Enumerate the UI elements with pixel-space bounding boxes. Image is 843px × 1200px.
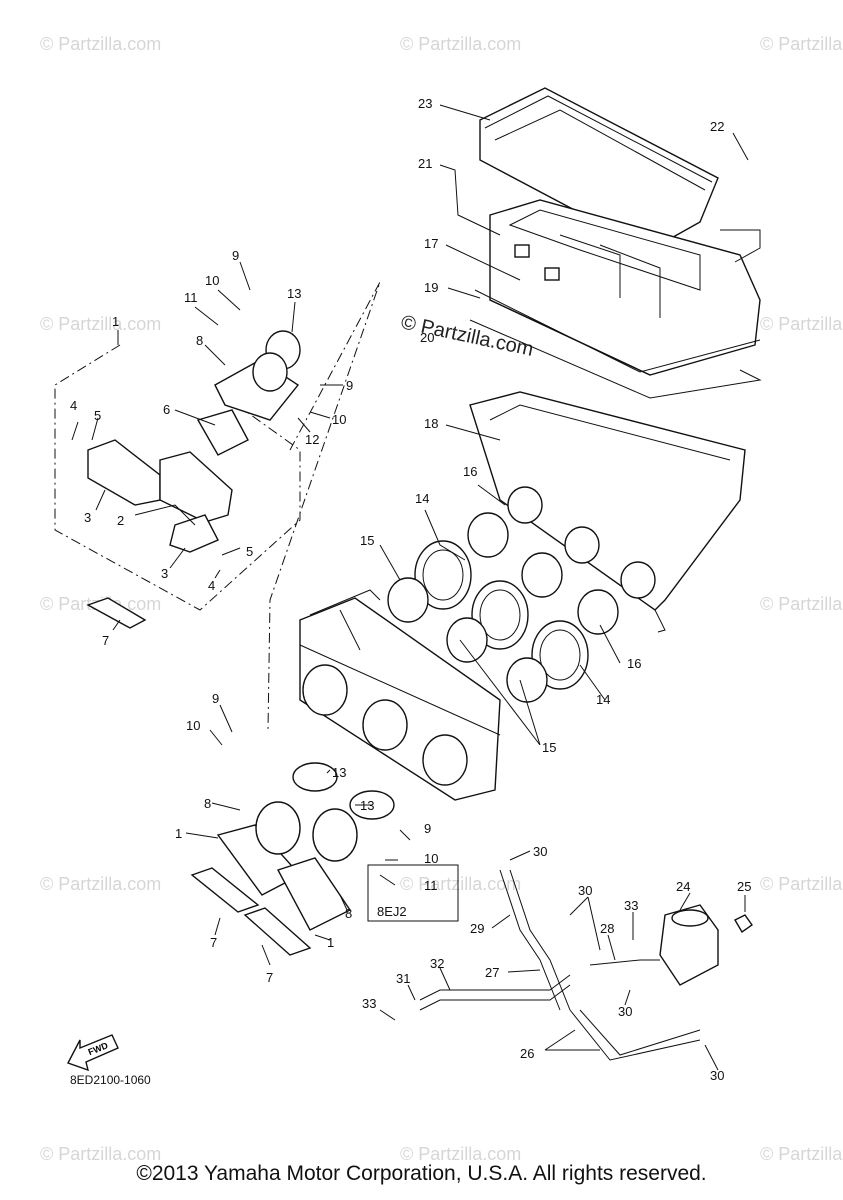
callout-3-lower: 3	[161, 566, 168, 581]
kit-boundary-box	[54, 344, 301, 611]
watermark: © Partzilla.com	[400, 34, 521, 54]
callout-33-left: 33	[362, 996, 376, 1011]
callout-7-lower-a: 7	[210, 935, 217, 950]
callout-labels: 23 22 21 17 19 20 18 16 14 15 16 14 15 1…	[70, 96, 751, 1083]
watermark: © Partzilla.com	[40, 314, 161, 334]
watermark: © Partzilla.com	[400, 1144, 521, 1164]
callout-1-upper: 1	[112, 314, 119, 329]
callout-33-right: 33	[624, 898, 638, 913]
callout-22: 22	[710, 119, 724, 134]
callout-20: 20	[420, 330, 434, 345]
callout-10-upper-right: 10	[332, 412, 346, 427]
callout-21: 21	[418, 156, 432, 171]
callout-18: 18	[424, 416, 438, 431]
callout-9-upper: 9	[232, 248, 239, 263]
callout-10-lower-right: 10	[424, 851, 438, 866]
callout-30-top: 30	[533, 844, 547, 859]
callout-13-lower-b: 13	[360, 798, 374, 813]
variant-box-label: 8EJ2	[377, 904, 407, 919]
fuel-system	[419, 869, 753, 1061]
watermark: © Partzilla.com	[40, 1144, 161, 1164]
watermark: © Partzilla.com	[760, 874, 843, 894]
callout-10-lower-left: 10	[186, 718, 200, 733]
callout-19: 19	[424, 280, 438, 295]
callout-3-upper: 3	[84, 510, 91, 525]
watermark: © Partzilla.com	[760, 594, 843, 614]
callout-5-upper: 5	[94, 408, 101, 423]
callout-5-lower: 5	[246, 544, 253, 559]
callout-30-mid: 30	[578, 883, 592, 898]
gasket-19	[474, 289, 761, 373]
callout-30-bottom: 30	[710, 1068, 724, 1083]
callout-8-upper: 8	[196, 333, 203, 348]
gasket-20	[469, 319, 762, 399]
callout-1-lower-a: 1	[175, 826, 182, 841]
callout-8-lower-a: 8	[204, 796, 211, 811]
callout-2: 2	[117, 513, 124, 528]
callout-4-lower: 4	[208, 578, 215, 593]
callout-25: 25	[737, 879, 751, 894]
callout-29: 29	[470, 921, 484, 936]
callout-32: 32	[430, 956, 444, 971]
carburetor-assembly	[299, 589, 501, 801]
reed-valve-kit-upper	[86, 330, 301, 629]
callout-10-upper: 10	[205, 273, 219, 288]
diagram-code: 8ED2100-1060	[70, 1073, 151, 1087]
forward-arrow: FWD	[67, 1034, 119, 1072]
callout-4-upper: 4	[70, 398, 77, 413]
copyright-footer: ©2013 Yamaha Motor Corporation, U.S.A. A…	[136, 1162, 707, 1185]
callout-13-lower-a: 13	[332, 765, 346, 780]
callout-15-upper: 15	[360, 533, 374, 548]
kit-boundary-line	[267, 281, 381, 731]
watermark: © Partzilla.com	[760, 34, 843, 54]
callout-23: 23	[418, 96, 432, 111]
callout-27: 27	[485, 965, 499, 980]
callout-30-low: 30	[618, 1004, 632, 1019]
watermark: © Partzilla.com	[760, 1144, 843, 1164]
leader-lines	[71, 104, 749, 1071]
callout-11-upper: 11	[184, 290, 198, 305]
callout-14-upper: 14	[415, 491, 429, 506]
variant-box	[367, 864, 459, 922]
reed-valve-lower	[190, 762, 395, 956]
watermark: © Partzilla.com	[40, 874, 161, 894]
watermark: © Partzilla.com	[40, 34, 161, 54]
callout-6: 6	[163, 402, 170, 417]
callout-8-lower-b: 8	[345, 906, 352, 921]
callout-16-upper: 16	[463, 464, 477, 479]
callout-9-lower-left: 9	[212, 691, 219, 706]
callout-28: 28	[600, 921, 614, 936]
watermark: © Partzilla.com	[760, 314, 843, 334]
callout-15-lower: 15	[542, 740, 556, 755]
callout-11-lower: 11	[424, 878, 438, 893]
watermark: © Partzilla.com	[400, 874, 521, 894]
callout-13-upper: 13	[287, 286, 301, 301]
callout-17: 17	[424, 236, 438, 251]
callout-26: 26	[520, 1046, 534, 1061]
callout-9-lower-right: 9	[424, 821, 431, 836]
callout-24: 24	[676, 879, 690, 894]
intake-joints	[387, 486, 656, 703]
callout-7-upper: 7	[102, 633, 109, 648]
callout-16-lower: 16	[627, 656, 641, 671]
callout-31: 31	[396, 971, 410, 986]
callout-14-lower: 14	[596, 692, 610, 707]
callout-12: 12	[305, 432, 319, 447]
callout-7-lower-b: 7	[266, 970, 273, 985]
callout-9-upper-right: 9	[346, 378, 353, 393]
callout-1-lower-b: 1	[327, 935, 334, 950]
